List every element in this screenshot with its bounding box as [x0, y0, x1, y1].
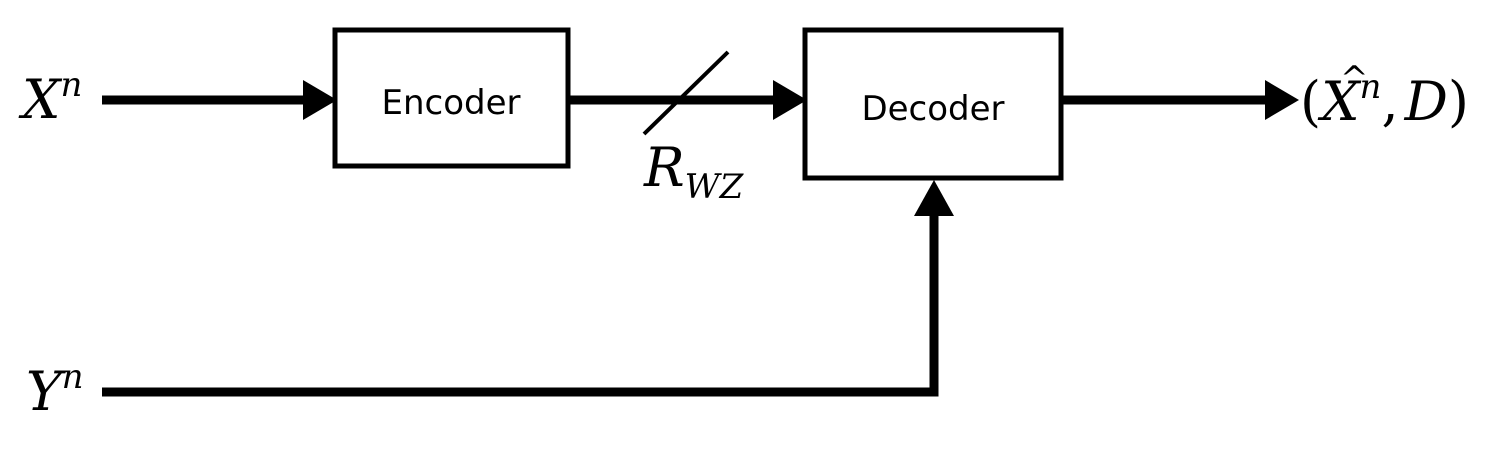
side-info-arrowhead	[914, 180, 954, 216]
rate-label: RWZ	[643, 136, 745, 207]
encoder-label: Encoder	[381, 83, 520, 123]
output-hat-accent: ^	[1340, 59, 1369, 99]
source-arrowhead	[303, 80, 337, 120]
side-info-line	[102, 212, 939, 397]
decoder-label: Decoder	[861, 89, 1004, 129]
rate-arrowhead	[773, 80, 807, 120]
side-info-label: Yn	[26, 357, 84, 423]
source-label: Xn	[18, 65, 82, 131]
output-label: (Xn,D)	[1300, 67, 1469, 133]
rate-slash	[642, 50, 730, 136]
output-arrowhead	[1265, 80, 1299, 120]
